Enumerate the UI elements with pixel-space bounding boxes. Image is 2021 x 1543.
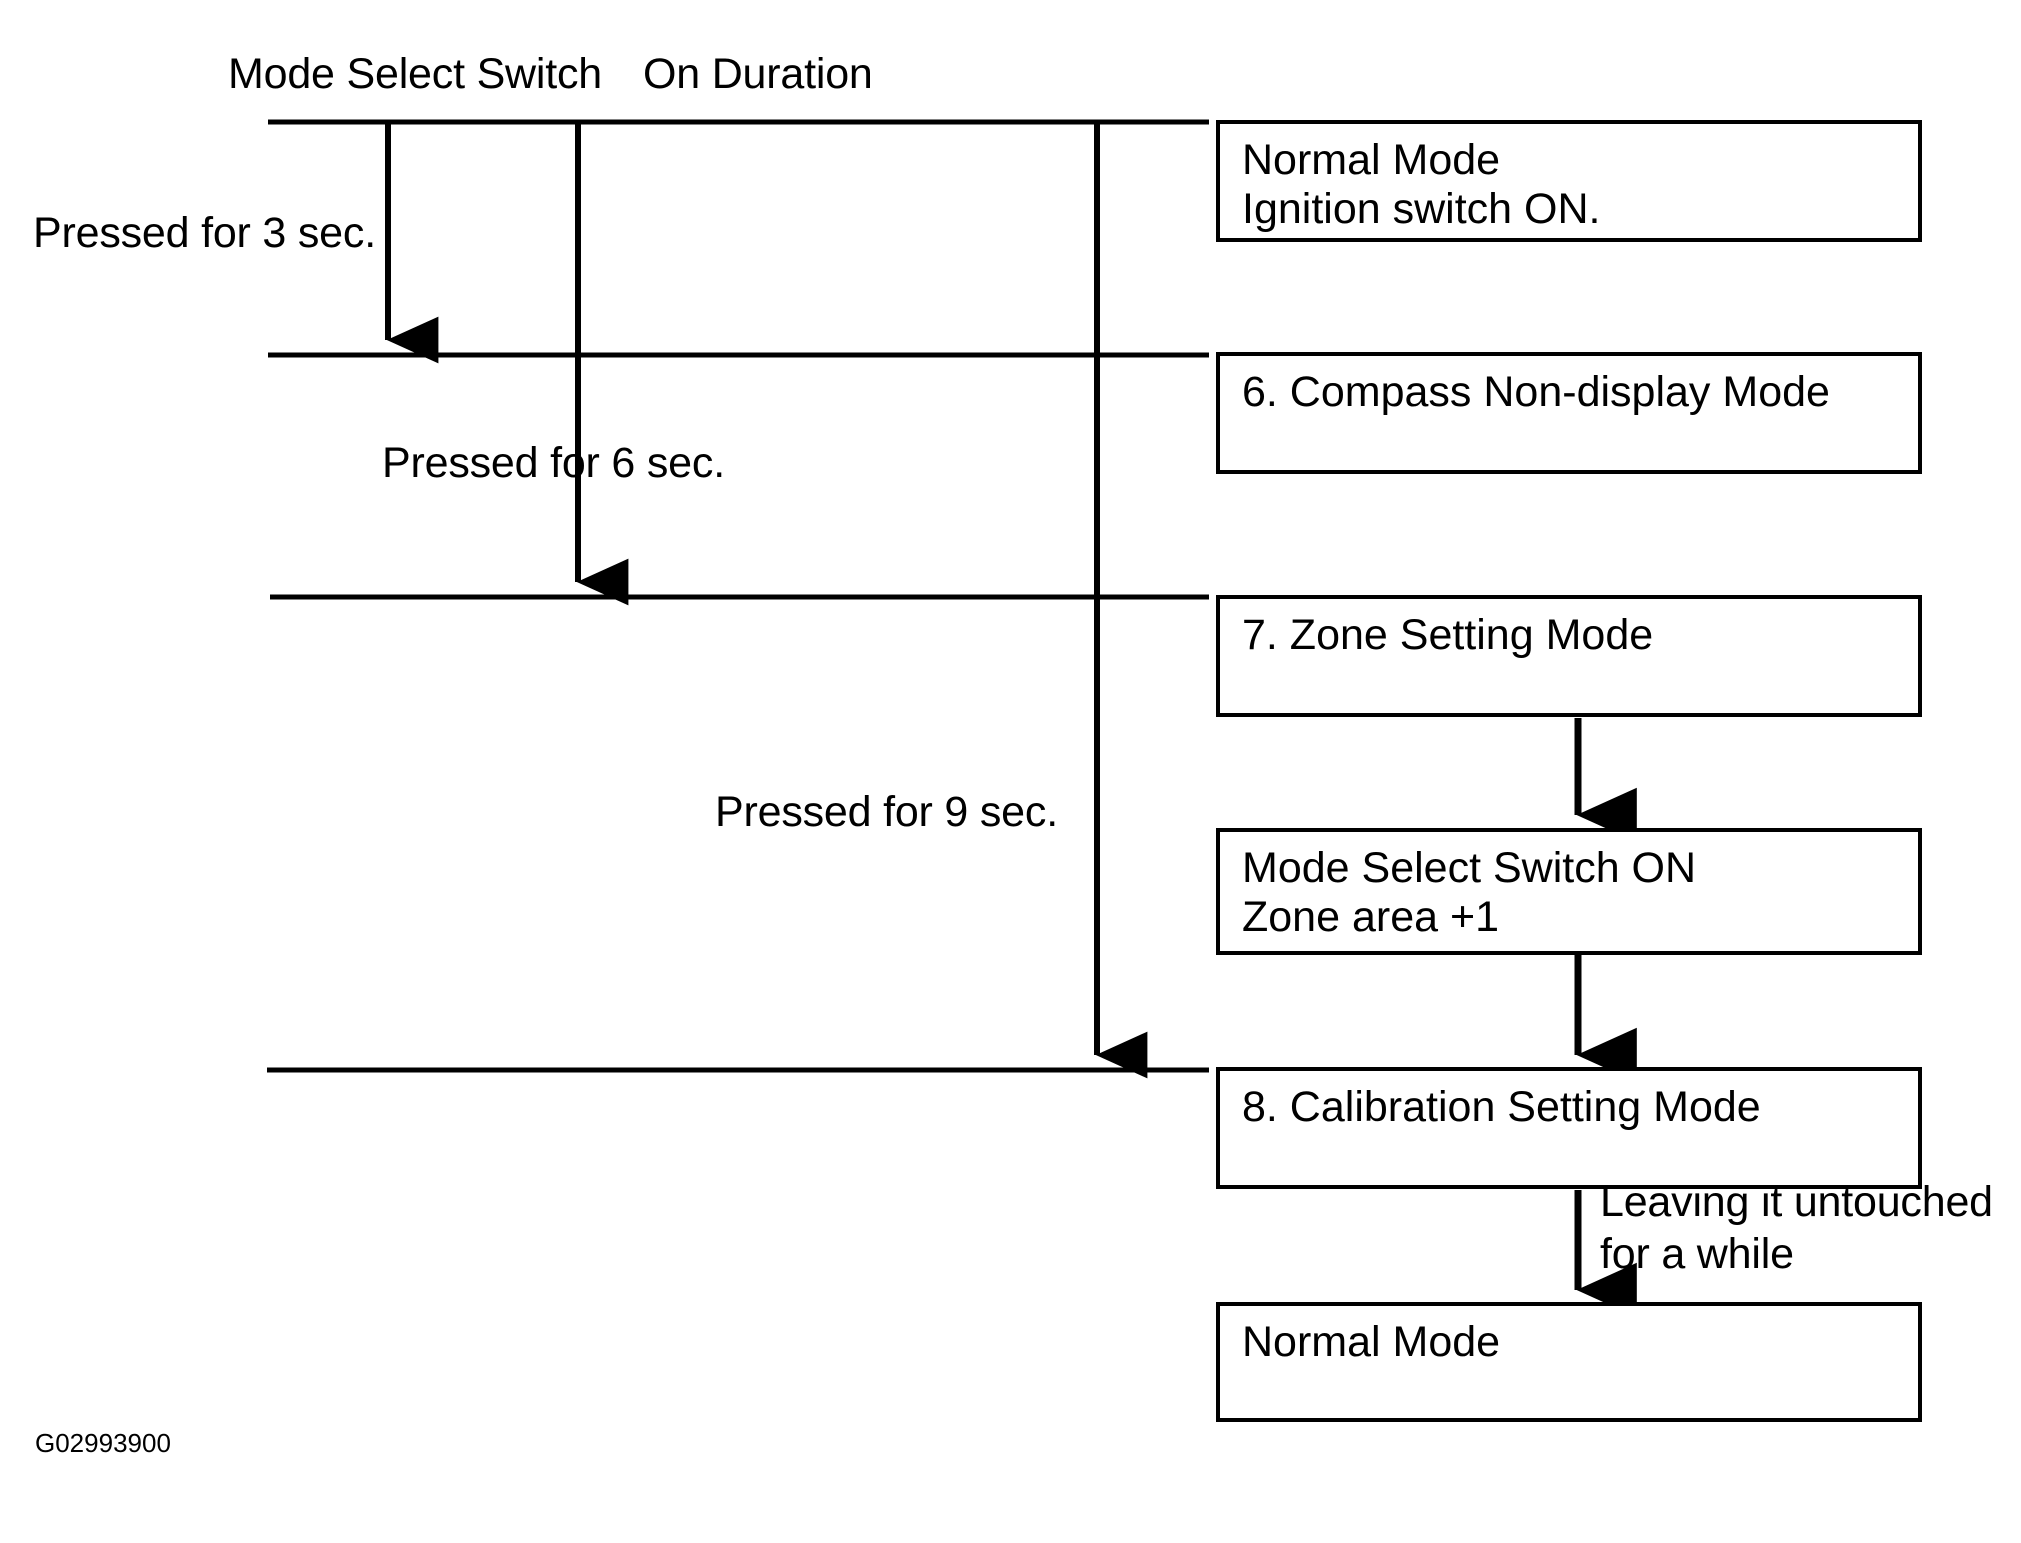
box-zone-setting-mode-line1: 7. Zone Setting Mode: [1242, 611, 1654, 659]
box-normal-mode-ignition-line1: Normal Mode: [1242, 136, 1501, 184]
box-normal-mode-final-line1: Normal Mode: [1242, 1318, 1501, 1366]
pressed-for-6-sec-label: Pressed for 6 sec.: [382, 439, 725, 487]
box-mode-select-switch-on-line1: Mode Select Switch ON: [1242, 844, 1697, 892]
box-normal-mode-ignition-line2: Ignition switch ON.: [1242, 185, 1601, 233]
leaving-untouched-line2: for a while: [1600, 1230, 1794, 1278]
box-mode-select-switch-on: Mode Select Switch ON Zone area +1: [1216, 828, 1922, 955]
on-duration-label: On Duration: [643, 50, 873, 98]
box-normal-mode-final: Normal Mode: [1216, 1302, 1922, 1422]
pressed-for-3-sec-label: Pressed for 3 sec.: [33, 209, 376, 257]
figure-code-label: G02993900: [35, 1428, 171, 1458]
box-mode-select-switch-on-line2: Zone area +1: [1242, 893, 1499, 941]
box-normal-mode-ignition: Normal Mode Ignition switch ON.: [1216, 120, 1922, 242]
box-zone-setting-mode: 7. Zone Setting Mode: [1216, 595, 1922, 717]
box-compass-non-display-mode-line1: 6. Compass Non-display Mode: [1242, 368, 1830, 416]
box-calibration-setting-mode: 8. Calibration Setting Mode: [1216, 1067, 1922, 1189]
pressed-for-9-sec-label: Pressed for 9 sec.: [715, 788, 1058, 836]
box-compass-non-display-mode: 6. Compass Non-display Mode: [1216, 352, 1922, 474]
mode-select-switch-label: Mode Select Switch: [228, 50, 603, 98]
box-calibration-setting-mode-line1: 8. Calibration Setting Mode: [1242, 1083, 1761, 1131]
